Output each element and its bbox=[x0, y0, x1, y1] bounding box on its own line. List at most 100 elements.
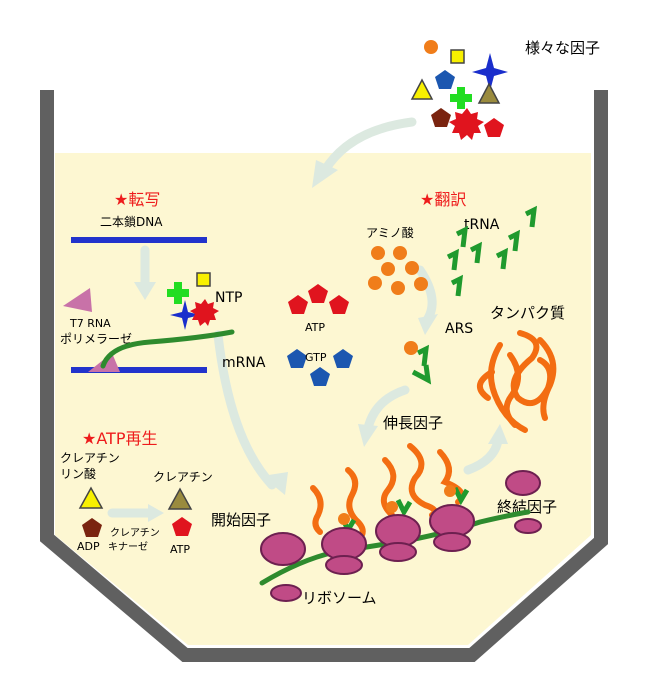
brown-pentagon-icon bbox=[431, 108, 451, 127]
trna-icon bbox=[452, 486, 470, 506]
atp-pentagon-icon bbox=[308, 284, 328, 303]
peptide-chain bbox=[310, 485, 324, 535]
ntp-blue-star-icon bbox=[170, 300, 200, 330]
blue-pentagon-icon bbox=[435, 70, 455, 89]
amino-acid-icon bbox=[386, 501, 398, 513]
ntp-label: NTP bbox=[215, 290, 242, 306]
ntp-cluster bbox=[167, 272, 219, 330]
flow-arrows bbox=[107, 117, 508, 522]
peptide-chain bbox=[345, 467, 366, 538]
amino-acid-label: アミノ酸 bbox=[366, 225, 414, 240]
ribosome-small-subunit bbox=[433, 532, 471, 552]
ribosome-large-subunit bbox=[505, 470, 541, 496]
trna-to-ribosome-arrowhead bbox=[358, 424, 378, 447]
vessel-wall bbox=[40, 90, 608, 662]
t7-rna-label: T7 RNA bbox=[69, 317, 111, 330]
ribosome-small-subunit bbox=[379, 542, 417, 562]
charged-amino-acid-icon bbox=[404, 341, 418, 355]
input-arrow bbox=[320, 117, 417, 175]
gtp-label: GTP bbox=[305, 351, 327, 364]
trna-icon bbox=[450, 274, 464, 297]
atp-product-pentagon-icon bbox=[172, 517, 192, 536]
gtp-pentagon-icon bbox=[333, 349, 353, 368]
amino-acid-icon bbox=[414, 277, 428, 291]
adp-label: ADP bbox=[77, 540, 100, 553]
red-pentagon-icon bbox=[484, 118, 504, 137]
ntp-yellow-square-icon bbox=[196, 272, 211, 287]
ribosome-to-protein-arrowhead bbox=[488, 424, 508, 444]
gtp-cluster bbox=[287, 349, 353, 386]
amino-acid-cluster bbox=[368, 246, 428, 295]
ribosome-large-subunit bbox=[260, 532, 306, 566]
atp-pentagon-icon bbox=[329, 295, 349, 314]
mrna-to-ribosome-arrowhead bbox=[262, 472, 288, 495]
atp-label: ATP bbox=[305, 321, 325, 334]
green-cross-icon bbox=[450, 87, 472, 109]
gtp-pentagon-icon bbox=[310, 367, 330, 386]
adp-pentagon-icon bbox=[82, 518, 102, 537]
trna-icon bbox=[524, 205, 538, 228]
amino-acid-icon bbox=[393, 246, 407, 260]
trna-icon bbox=[495, 247, 509, 270]
creatine-label: クレアチン bbox=[153, 470, 213, 484]
trna-icon bbox=[416, 344, 430, 367]
protein-label: タンパク質 bbox=[490, 304, 565, 322]
mrna-strand-transcription bbox=[100, 329, 235, 369]
termination-factor-label: 終結因子 bbox=[497, 498, 557, 516]
initiation-factor-label: 開始因子 bbox=[211, 511, 271, 529]
various-factors-cluster bbox=[410, 40, 508, 140]
trna-label: tRNA bbox=[464, 217, 500, 233]
double-strand-dna-label: 二本鎖DNA bbox=[100, 214, 163, 229]
ribosome-label: リボソーム bbox=[302, 589, 377, 607]
ribosomes bbox=[260, 470, 542, 602]
atp-regen-arrowhead bbox=[148, 504, 164, 522]
amino-acid-icon bbox=[405, 261, 419, 275]
various-factors-label: 様々な因子 bbox=[525, 39, 600, 57]
trna-icon bbox=[507, 229, 521, 252]
amino-acid-icon bbox=[391, 281, 405, 295]
peptide-chain bbox=[380, 457, 397, 518]
ribosome-small-subunit bbox=[325, 555, 363, 575]
amino-acid-icon bbox=[424, 40, 438, 54]
yellow-triangle-icon bbox=[410, 78, 434, 100]
atp-product-label: ATP bbox=[170, 543, 190, 556]
amino-acid-icon bbox=[338, 513, 350, 525]
creatine-phosphate-triangle-icon bbox=[78, 486, 104, 509]
creatine-kinase-label-line1: クレアチン bbox=[110, 527, 160, 539]
creatine-triangle-icon bbox=[167, 487, 193, 510]
amino-acid-icon bbox=[371, 246, 385, 260]
red-gear-icon bbox=[449, 108, 484, 140]
ribosome-small-subunit bbox=[514, 518, 542, 534]
creatine-phosphate-label-line2: リン酸 bbox=[60, 466, 96, 481]
dna-to-mrna-arrowhead bbox=[134, 282, 156, 300]
polymerase-label: ポリメラーゼ bbox=[60, 332, 132, 346]
charged-trna-icon bbox=[411, 364, 432, 385]
blue-star-icon bbox=[472, 53, 508, 91]
elongation-factor-label: 伸長因子 bbox=[383, 414, 443, 432]
trna-icon bbox=[395, 498, 413, 518]
ribosome-small-subunit bbox=[270, 584, 302, 602]
amino-acid-icon bbox=[381, 262, 395, 276]
atp-cluster bbox=[288, 284, 349, 314]
mrna-to-ribosome-arrow bbox=[213, 330, 277, 490]
nascent-peptides bbox=[310, 443, 465, 538]
amino-to-trna-arrowhead bbox=[418, 314, 438, 335]
trna-to-ribosome-arrow bbox=[363, 385, 410, 433]
dna-bar-top bbox=[71, 237, 207, 243]
amino-acid-icon bbox=[444, 485, 456, 497]
gtp-pentagon-icon bbox=[287, 349, 307, 368]
trna-icon bbox=[446, 248, 460, 271]
trna-cluster bbox=[416, 205, 538, 367]
mrna-label: mRNA bbox=[222, 355, 266, 371]
olive-triangle-icon bbox=[477, 82, 501, 104]
yellow-square-icon bbox=[450, 49, 465, 64]
peptide-chain bbox=[407, 443, 438, 518]
creatine-kinase-label-line2: キナーゼ bbox=[108, 541, 148, 553]
creatine-phosphate-label-line1: クレアチン bbox=[60, 451, 120, 465]
protein-coil-icon bbox=[477, 330, 557, 433]
ntp-red-gear-icon bbox=[190, 299, 219, 326]
amino-acid-icon bbox=[368, 276, 382, 290]
atp-regeneration-heading: ★ATP再生 bbox=[82, 429, 157, 448]
translation-heading: ★翻訳 bbox=[420, 190, 466, 209]
